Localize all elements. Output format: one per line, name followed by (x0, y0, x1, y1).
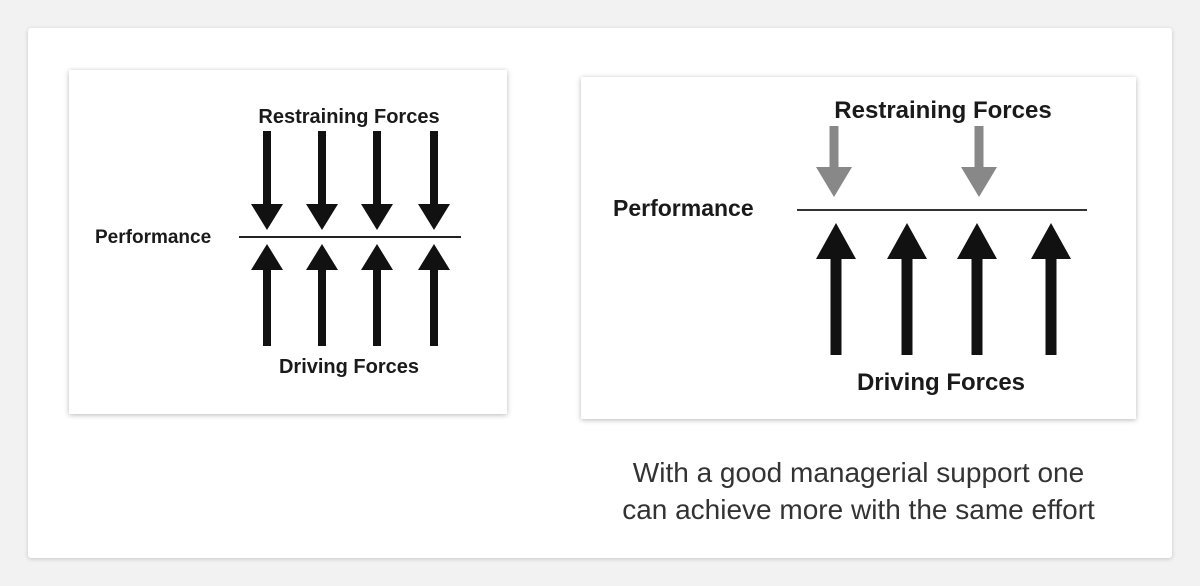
driving-force-arrow (361, 244, 393, 346)
force-field-diagram-balanced: Restraining Forces Performance Driving F… (69, 70, 507, 414)
driving-force-arrow (251, 244, 283, 346)
performance-label: Performance (613, 195, 754, 221)
restraining-force-arrow (361, 131, 393, 230)
driving-force-arrow (887, 223, 927, 355)
arrow-group (816, 126, 1071, 355)
force-field-diagram-supported: Restraining Forces Performance Driving F… (581, 77, 1136, 419)
diagram-canvas-left: Restraining Forces Performance Driving F… (95, 106, 461, 378)
driving-force-arrow (816, 223, 856, 355)
caption-line-1: With a good managerial support one (632, 457, 1085, 488)
driving-force-arrow (306, 244, 338, 346)
restraining-force-arrow (816, 126, 852, 197)
diagram-canvas-right: Restraining Forces Performance Driving F… (613, 97, 1087, 396)
driving-forces-label: Driving Forces (279, 356, 419, 378)
restraining-forces-label: Restraining Forces (834, 97, 1051, 124)
restraining-force-arrow (251, 131, 283, 230)
driving-force-arrow (418, 244, 450, 346)
restraining-forces-label: Restraining Forces (258, 106, 439, 128)
restraining-force-arrow (418, 131, 450, 230)
driving-forces-label: Driving Forces (857, 369, 1025, 396)
performance-label: Performance (95, 227, 211, 248)
caption-line-2: can achieve more with the same effort (622, 494, 1095, 525)
restraining-force-arrow (306, 131, 338, 230)
driving-force-arrow (957, 223, 997, 355)
caption: With a good managerial support one can a… (581, 454, 1136, 528)
driving-force-arrow (1031, 223, 1071, 355)
arrow-group (251, 131, 450, 346)
restraining-force-arrow (961, 126, 997, 197)
